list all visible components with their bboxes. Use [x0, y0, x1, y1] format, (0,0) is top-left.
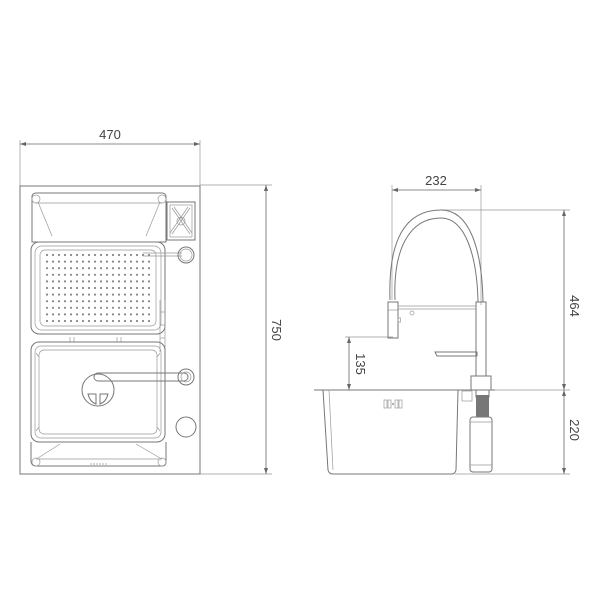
top-view: 470 750 — [19, 127, 284, 475]
height-label: 750 — [269, 319, 284, 341]
upper-tray — [31, 192, 167, 243]
width-dimension: 470 — [19, 127, 201, 187]
pull-down-faucet — [387, 209, 492, 391]
spout-reach-label: 232 — [425, 173, 447, 188]
cup-rinser — [166, 201, 196, 241]
spout-clearance-dimension: 135 — [345, 336, 393, 390]
bowl-depth-dimension: 220 — [455, 389, 582, 475]
spout-reach-dimension: 232 — [391, 173, 482, 305]
bowl-depth-label: 220 — [567, 419, 582, 441]
height-dimension: 750 — [200, 184, 284, 475]
sink-deck-outline — [19, 185, 201, 475]
width-label: 470 — [99, 127, 121, 142]
faucet-height-label: 464 — [567, 295, 582, 317]
drain — [81, 368, 195, 407]
side-view: 232 464 135 220 — [314, 173, 582, 475]
soap-dispenser — [469, 389, 493, 473]
lower-bowl — [30, 341, 166, 443]
faucet-height-dimension: 464 — [440, 209, 582, 390]
bottom-tray — [30, 442, 167, 467]
spout-clearance-label: 135 — [353, 353, 368, 375]
colander-holes — [45, 253, 151, 323]
colander-basket — [30, 241, 195, 335]
faucet-hole — [175, 416, 197, 438]
sink-section — [314, 389, 495, 475]
side-rail — [69, 300, 166, 352]
